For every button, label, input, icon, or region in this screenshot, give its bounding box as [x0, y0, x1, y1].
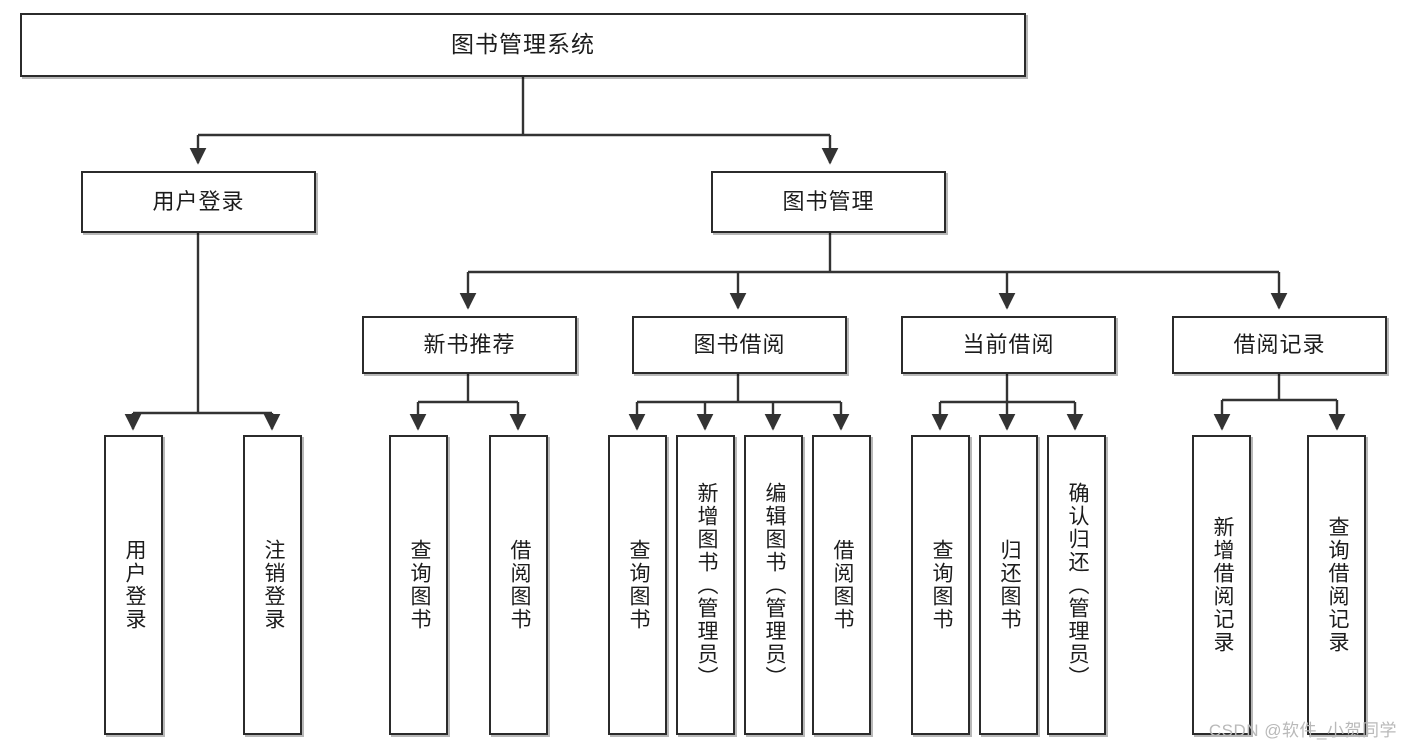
node-leaf-add-book-label: 新增图书（管理员） — [694, 481, 718, 689]
node-leaf-borrow-book-1-label: 借阅图书 — [507, 539, 531, 631]
node-leaf-edit-book-label: 编辑图书（管理员） — [762, 481, 786, 689]
node-leaf-logout-label: 注销登录 — [261, 539, 285, 631]
node-new-book-recommend-label: 新书推荐 — [423, 331, 516, 357]
node-current-borrow[interactable]: 当前借阅 — [901, 316, 1116, 374]
node-leaf-confirm-return-label: 确认归还（管理员） — [1065, 481, 1089, 689]
node-leaf-return-book[interactable]: 归还图书 — [979, 435, 1038, 735]
node-leaf-query-book-2[interactable]: 查询图书 — [608, 435, 667, 735]
node-leaf-add-record[interactable]: 新增借阅记录 — [1192, 435, 1251, 735]
node-book-manage[interactable]: 图书管理 — [711, 171, 946, 233]
node-leaf-user-login[interactable]: 用户登录 — [104, 435, 163, 735]
node-user-login-label: 用户登录 — [152, 188, 245, 214]
node-leaf-borrow-book-1[interactable]: 借阅图书 — [489, 435, 548, 735]
node-leaf-return-book-label: 归还图书 — [997, 539, 1021, 631]
node-borrow-record-label: 借阅记录 — [1233, 331, 1326, 357]
node-leaf-edit-book[interactable]: 编辑图书（管理员） — [744, 435, 803, 735]
watermark: CSDN @软件_小贺同学 — [1208, 721, 1397, 740]
node-leaf-user-login-label: 用户登录 — [122, 539, 146, 631]
node-leaf-add-record-label: 新增借阅记录 — [1210, 516, 1234, 654]
node-leaf-query-book-3[interactable]: 查询图书 — [911, 435, 970, 735]
node-book-borrow-label: 图书借阅 — [693, 331, 786, 357]
node-leaf-confirm-return[interactable]: 确认归还（管理员） — [1047, 435, 1106, 735]
node-leaf-borrow-book-2-label: 借阅图书 — [830, 539, 854, 631]
node-root[interactable]: 图书管理系统 — [20, 13, 1026, 77]
node-root-label: 图书管理系统 — [451, 31, 595, 58]
node-borrow-record[interactable]: 借阅记录 — [1172, 316, 1387, 374]
node-current-borrow-label: 当前借阅 — [962, 331, 1055, 357]
node-new-book-recommend[interactable]: 新书推荐 — [362, 316, 577, 374]
node-book-borrow[interactable]: 图书借阅 — [632, 316, 847, 374]
node-leaf-query-record-label: 查询借阅记录 — [1325, 516, 1349, 654]
node-leaf-query-book-1[interactable]: 查询图书 — [389, 435, 448, 735]
node-leaf-query-record[interactable]: 查询借阅记录 — [1307, 435, 1366, 735]
node-leaf-query-book-2-label: 查询图书 — [626, 539, 650, 631]
node-leaf-add-book[interactable]: 新增图书（管理员） — [676, 435, 735, 735]
node-leaf-borrow-book-2[interactable]: 借阅图书 — [812, 435, 871, 735]
node-leaf-query-book-1-label: 查询图书 — [407, 539, 431, 631]
node-book-manage-label: 图书管理 — [782, 188, 875, 214]
node-leaf-logout[interactable]: 注销登录 — [243, 435, 302, 735]
node-user-login[interactable]: 用户登录 — [81, 171, 316, 233]
node-leaf-query-book-3-label: 查询图书 — [929, 539, 953, 631]
